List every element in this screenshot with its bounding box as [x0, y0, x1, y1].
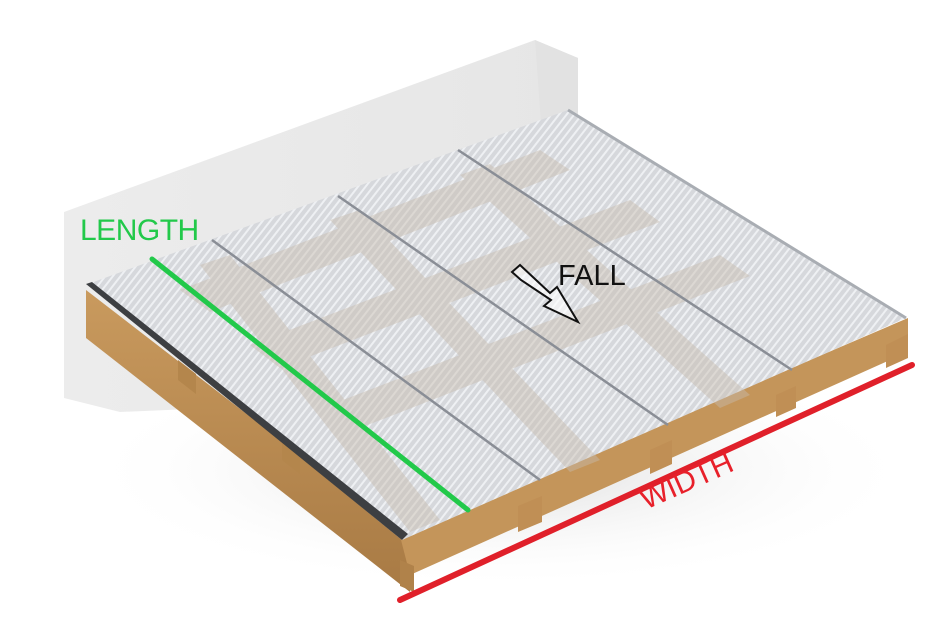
width-line: [397, 362, 915, 603]
timber-frame: [86, 290, 908, 592]
roof-sheets: [86, 108, 907, 540]
fall-label: FALL: [558, 260, 626, 292]
length-line: [149, 256, 471, 513]
length-label: LENGTH: [80, 214, 199, 247]
fall-arrow-icon: [510, 263, 581, 325]
